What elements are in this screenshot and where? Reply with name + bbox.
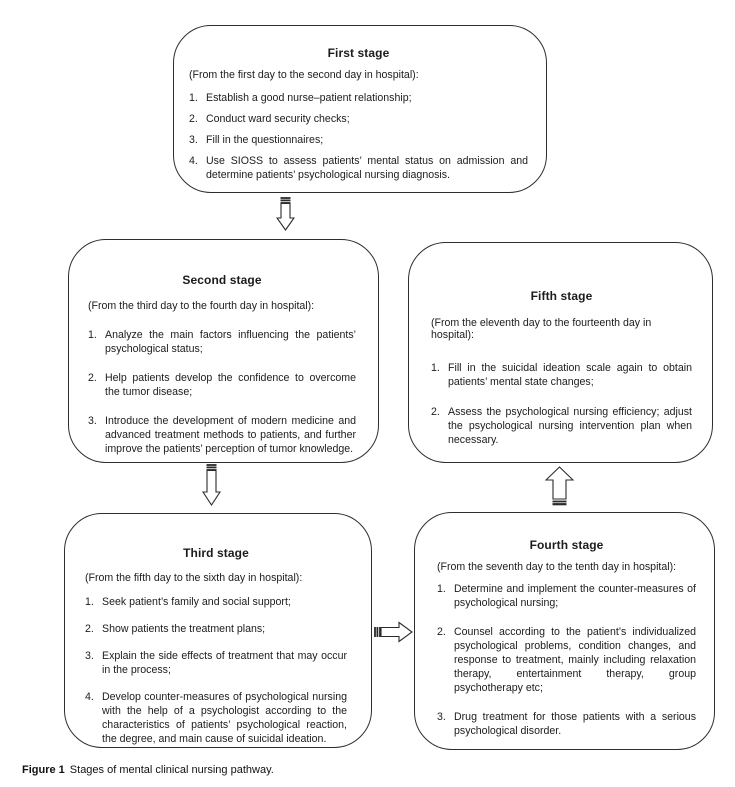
list-item-number: 2. — [85, 622, 94, 635]
down-arrow-icon — [276, 197, 295, 231]
stage-list-item: 3. Drug treatment for those patients with… — [437, 711, 696, 739]
list-item-number: 1. — [189, 92, 198, 104]
list-item-text: Seek patient’s family and social support… — [102, 596, 291, 608]
stage-list-item: 3. Fill in the questionnaires; — [189, 134, 528, 148]
list-item-text: Introduce the development of modern medi… — [105, 414, 356, 455]
list-item-text: Establish a good nurse–patient relations… — [206, 92, 412, 104]
stage-subtitle: (From the eleventh day to the fourteenth… — [431, 317, 652, 341]
list-item-text: Fill in the suicidal ideation scale agai… — [448, 362, 692, 388]
list-item-number: 1. — [88, 329, 97, 341]
list-item-text: Fill in the questionnaires; — [206, 133, 324, 146]
figure-caption: Figure 1 Stages of mental clinical nursin… — [22, 764, 274, 776]
stage-subtitle: (From the first day to the second day in… — [189, 69, 419, 81]
stage-box-fourth: Fourth stage (From the seventh day to th… — [414, 512, 715, 750]
stage-list-item: 3. Explain the side effects of treatment … — [85, 650, 347, 678]
stage-list: 1. Fill in the suicidal ideation scale ag… — [431, 362, 692, 448]
stage-list-item: 4. Use SIOSS to assess patients’ mental s… — [189, 155, 528, 183]
list-item-text: Use SIOSS to assess patients’ mental sta… — [206, 154, 528, 181]
stage-list-item: 2. Help patients develop the confidence t… — [88, 372, 356, 400]
stage-box-third: Third stage (From the fifth day to the s… — [64, 513, 372, 748]
stage-list-item: 1. Determine and implement the counter-me… — [437, 583, 696, 611]
stage-list-item: 2. Show patients the treatment plans; — [85, 623, 347, 637]
figure-caption-label: Figure 1 — [22, 764, 65, 776]
list-item-text: Counsel according to the patient’s indiv… — [454, 625, 696, 694]
list-item-number: 2. — [88, 371, 97, 384]
list-item-number: 3. — [189, 133, 198, 146]
stage-box-first: First stage (From the first day to the s… — [173, 25, 547, 193]
list-item-text: Assess the psychological nursing efficie… — [448, 405, 692, 446]
list-item-number: 3. — [437, 710, 446, 723]
figure-caption-text: Stages of mental clinical nursing pathwa… — [69, 764, 274, 776]
list-item-number: 1. — [431, 362, 440, 374]
list-item-text: Conduct ward security checks; — [206, 112, 350, 125]
list-item-number: 4. — [189, 154, 198, 167]
right-arrow-icon — [374, 621, 413, 643]
stage-title: Third stage — [183, 546, 249, 560]
list-item-text: Develop counter-measures of psychologica… — [102, 690, 347, 745]
list-item-number: 2. — [431, 405, 440, 418]
list-item-text: Explain the side effects of treatment th… — [102, 649, 347, 676]
stage-title: Fourth stage — [529, 538, 604, 552]
stage-subtitle: (From the seventh day to the tenth day i… — [437, 561, 677, 573]
list-item-number: 4. — [85, 690, 94, 703]
stage-title: Second stage — [182, 273, 262, 287]
stage-list-item: 4. Develop counter-measures of psychologi… — [85, 691, 347, 747]
stage-subtitle: (From the fifth day to the sixth day in … — [85, 572, 303, 584]
stage-list-item: 1. Seek patient’s family and social suppo… — [85, 596, 347, 610]
list-item-text: Show patients the treatment plans; — [102, 622, 266, 635]
stage-box-fifth: Fifth stage (From the eleventh day to th… — [408, 242, 713, 463]
stage-box-second: Second stage (From the third day to the … — [68, 239, 379, 463]
stage-list-item: 2. Conduct ward security checks; — [189, 113, 528, 127]
list-item-number: 1. — [437, 583, 446, 595]
list-item-number: 3. — [85, 649, 94, 662]
down-arrow-icon — [202, 464, 221, 506]
up-arrow-icon — [545, 466, 574, 506]
list-item-number: 2. — [189, 112, 198, 125]
stage-list-item: 1. Fill in the suicidal ideation scale ag… — [431, 362, 692, 390]
list-item-text: Drug treatment for those patients with a… — [454, 710, 696, 737]
stage-title: First stage — [327, 46, 390, 60]
stage-list: 1. Establish a good nurse–patient relatio… — [189, 92, 528, 183]
list-item-text: Help patients develop the confidence to … — [105, 371, 356, 398]
stage-list-item: 3. Introduce the development of modern me… — [88, 415, 356, 457]
stage-list: 1. Analyze the main factors influencing t… — [88, 329, 356, 457]
stage-list: 1. Seek patient’s family and social suppo… — [85, 596, 347, 747]
list-item-number: 2. — [437, 625, 446, 638]
list-item-number: 3. — [88, 414, 97, 427]
stage-list-item: 1. Analyze the main factors influencing t… — [88, 329, 356, 357]
list-item-text: Analyze the main factors influencing the… — [105, 329, 356, 355]
stage-list-item: 2. Assess the psychological nursing effic… — [431, 406, 692, 448]
stage-list: 1. Determine and implement the counter-me… — [437, 583, 696, 739]
stage-list-item: 1. Establish a good nurse–patient relatio… — [189, 92, 528, 106]
stage-title: Fifth stage — [530, 289, 593, 303]
stage-list-item: 2. Counsel according to the patient’s ind… — [437, 626, 696, 696]
stage-subtitle: (From the third day to the fourth day in… — [88, 300, 315, 312]
list-item-number: 1. — [85, 596, 94, 608]
list-item-text: Determine and implement the counter-meas… — [454, 583, 696, 609]
